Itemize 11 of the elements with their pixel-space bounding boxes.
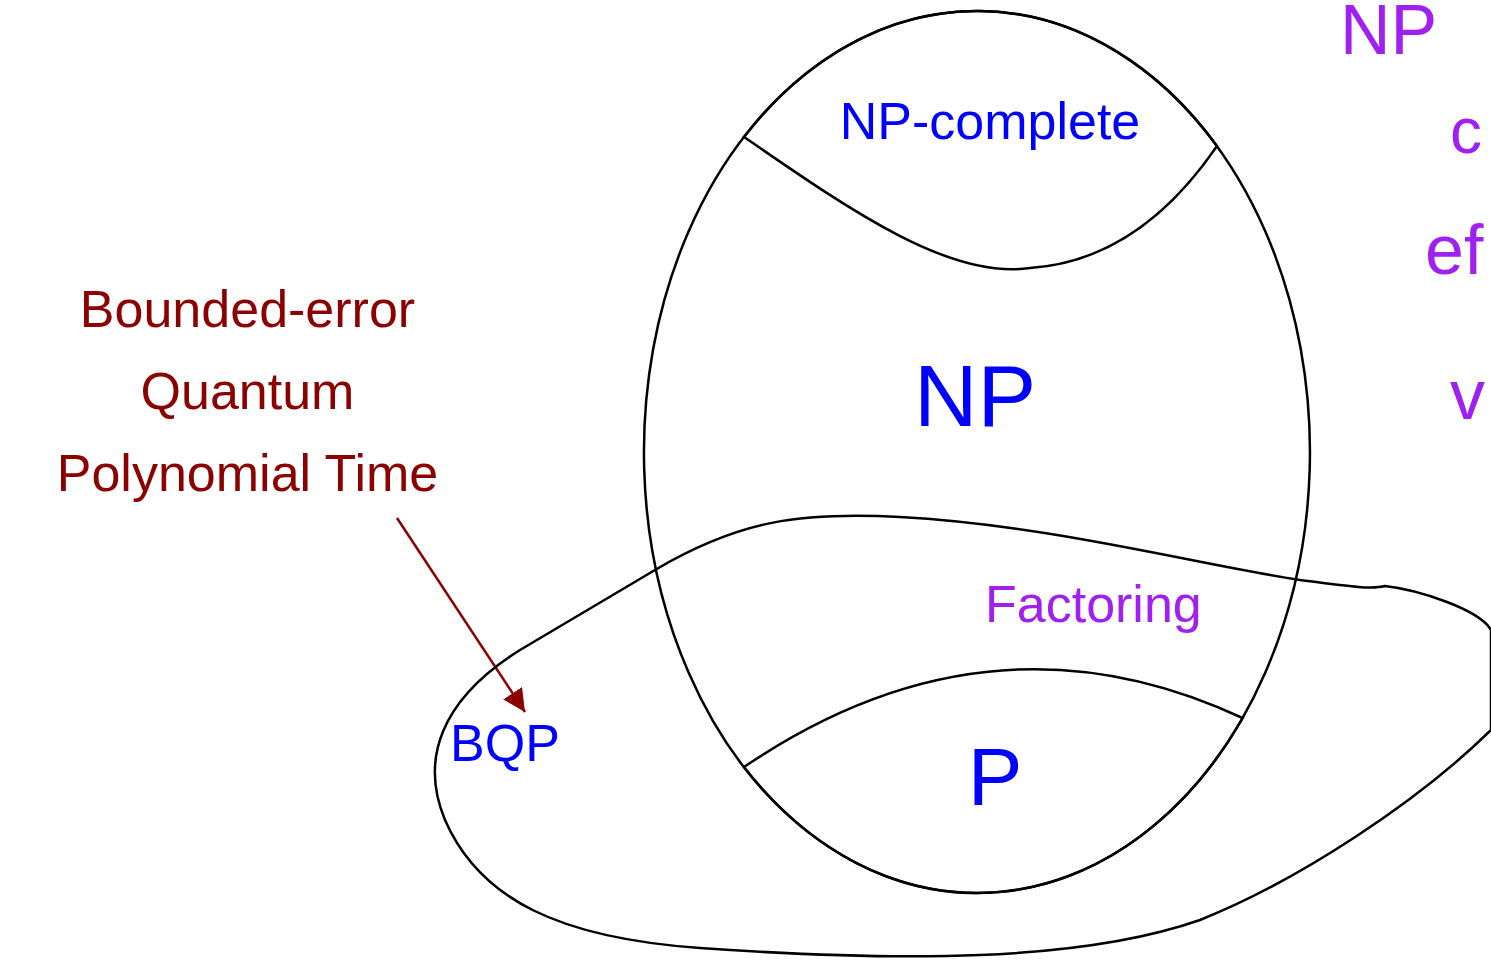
annotation-text: Bounded-error Quantum Polynomial Time <box>55 279 440 505</box>
class-label: NP-complete <box>838 92 1142 152</box>
text-label: v <box>1450 355 1485 436</box>
text-label: NP <box>1340 0 1438 71</box>
text-label: ef <box>1425 210 1484 291</box>
class-label: NP <box>912 345 1038 447</box>
class-label: BQP <box>450 714 561 774</box>
class-label: P <box>966 730 1024 824</box>
text-label: c <box>1450 95 1482 169</box>
arrow <box>395 517 527 713</box>
text-label: Factoring <box>985 575 1202 635</box>
